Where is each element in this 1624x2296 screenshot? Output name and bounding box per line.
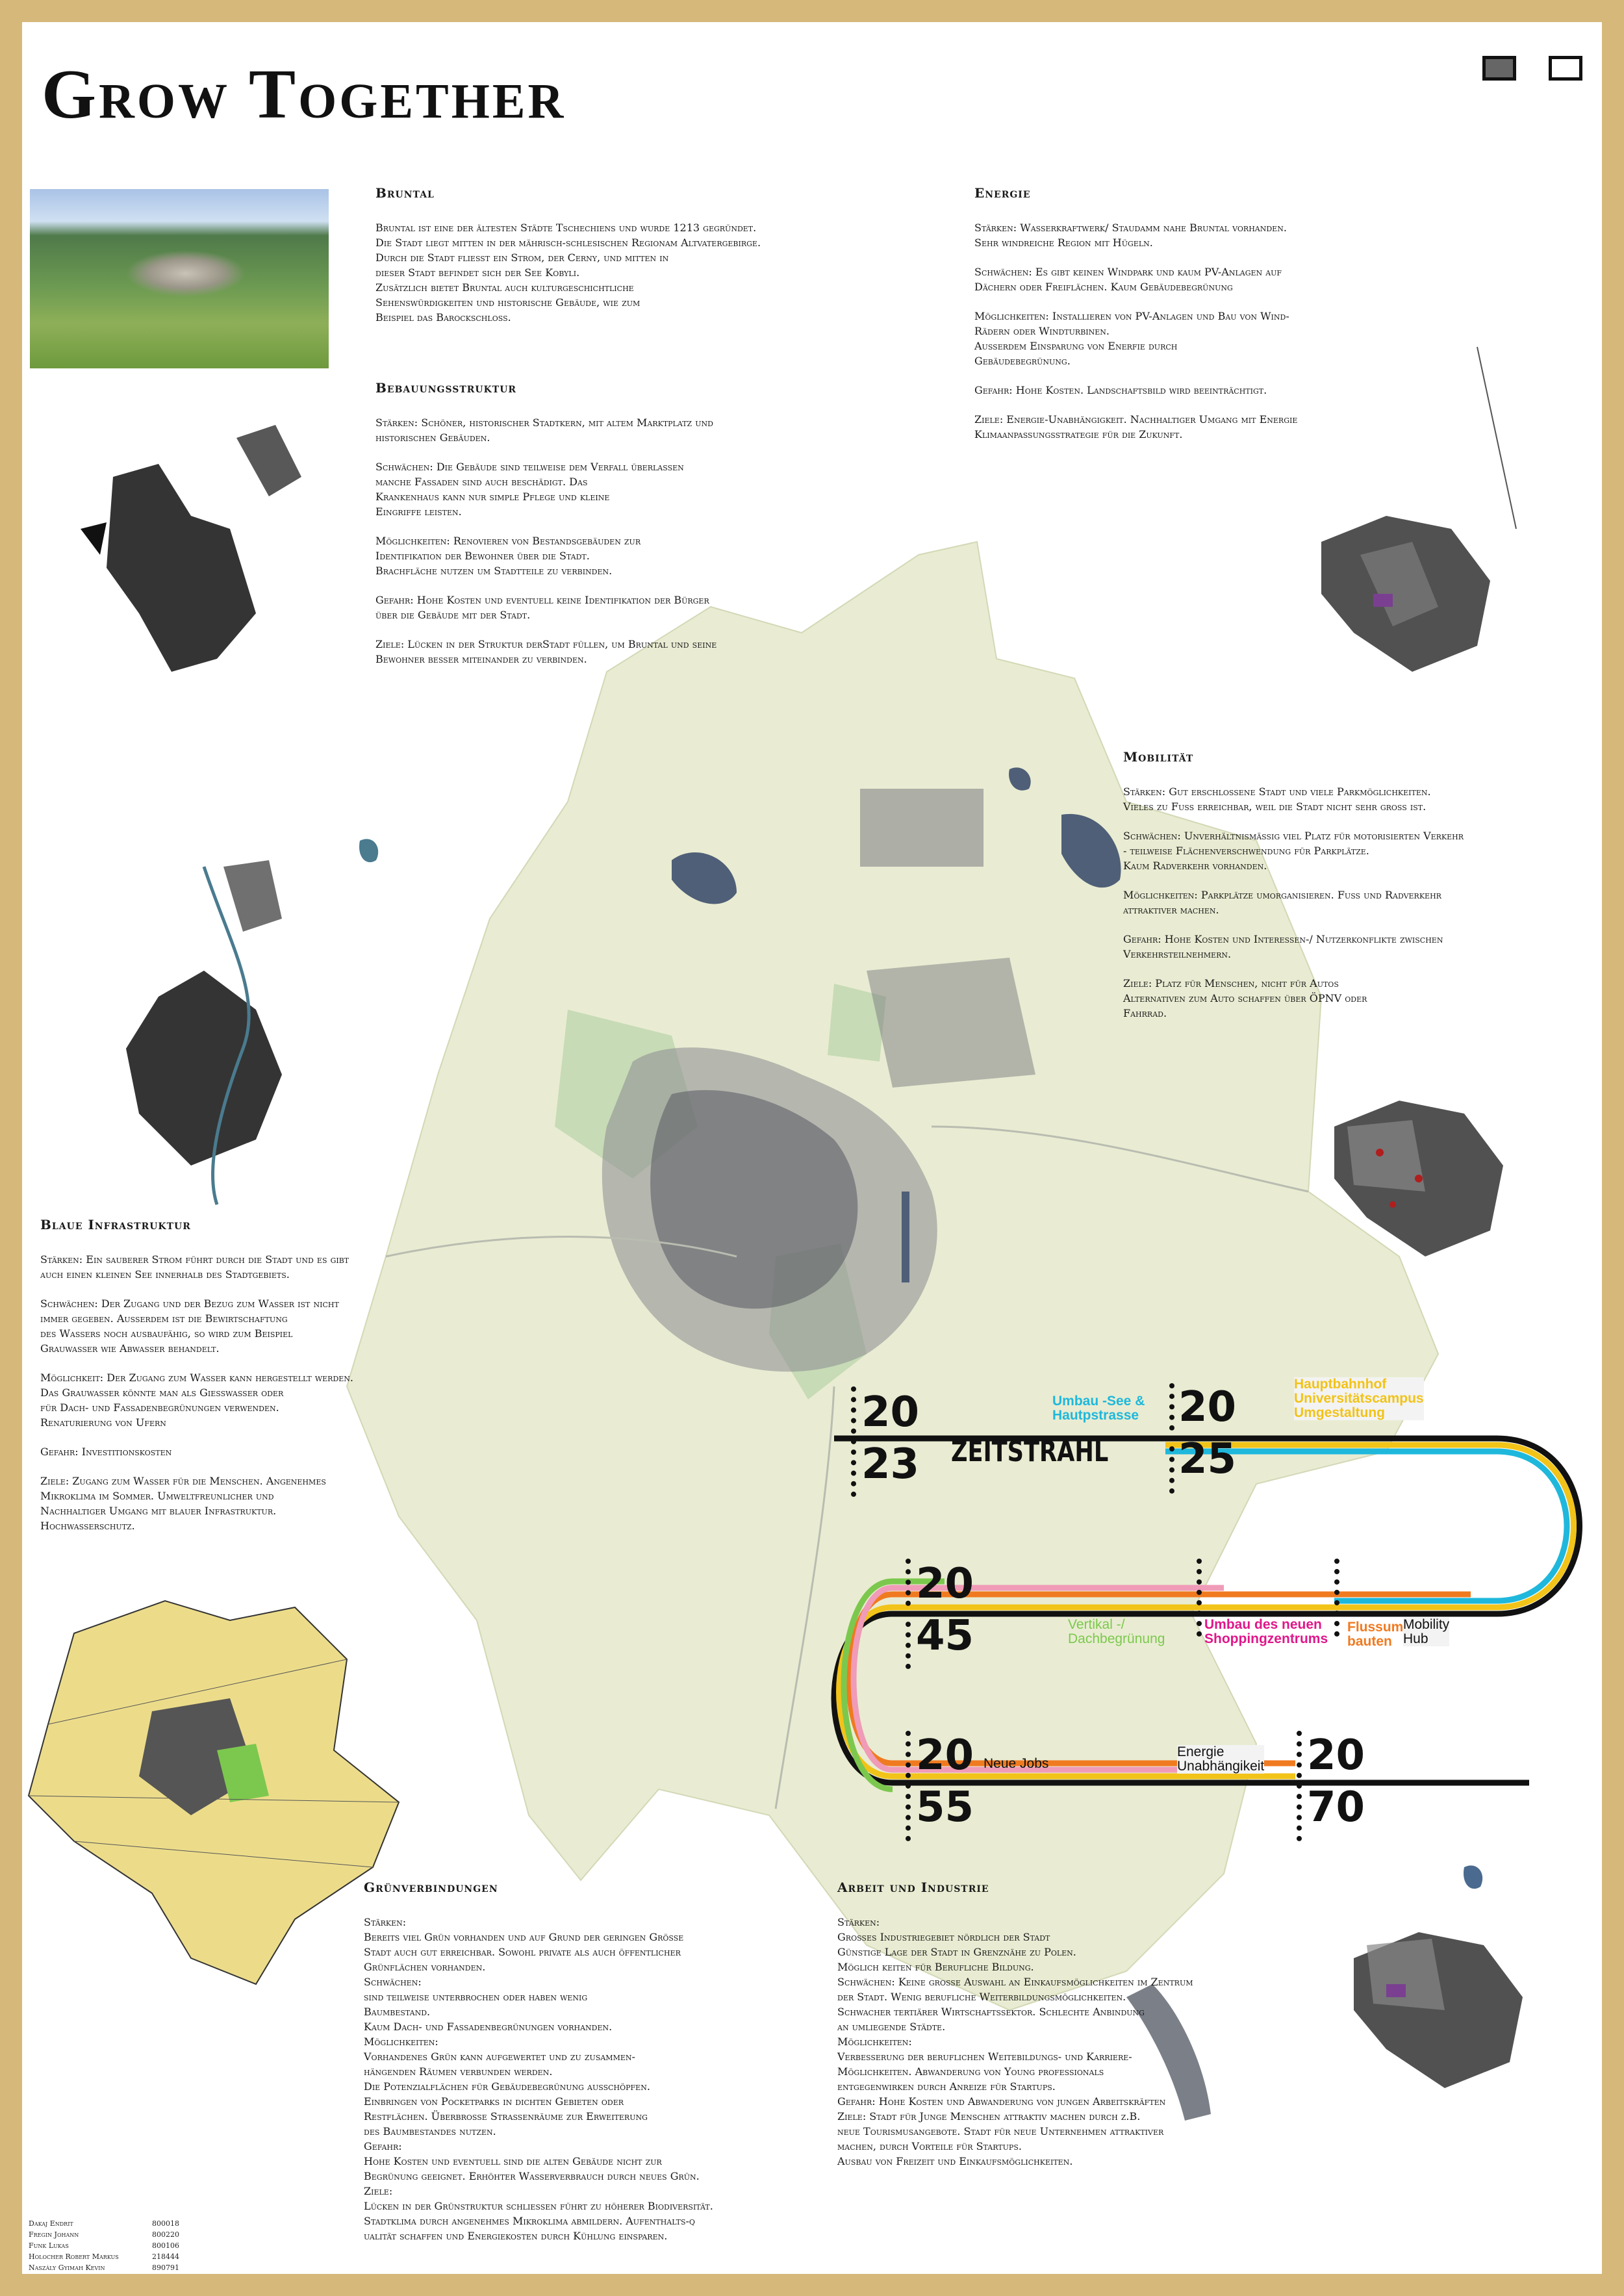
event-see-hauptstrasse: Umbau -See & Hautpstrasse [1052,1394,1145,1423]
year-2025-bottom: 25 [1178,1435,1237,1483]
energie-title: Energie [974,185,1031,201]
mobilitaet-ziele: Ziele: Platz für Menschen, nicht für Aut… [1123,977,1367,1019]
event-flussumbauten: Flussum bauten [1347,1620,1404,1649]
timeline-black-line [831,1435,1582,1786]
timeline-yellow-line [836,1442,1577,1779]
mobilitaet-section: Mobilität Stärken: Gut erschlossene Stad… [1123,750,1597,1035]
blaue-ziele: Ziele: Zugang zum Wasser für die Mensche… [40,1475,326,1532]
blaue-gefahr: Gefahr: Investitionskosten [40,1446,172,1458]
year-2045-bottom: 45 [916,1612,974,1660]
gruen-section: Grünverbindungen Stärken: Bereits viel G… [364,1880,896,2243]
bebauung-gefahr: Gefahr: Hohe Kosten und eventuell keine … [375,594,709,621]
timeline-marker-2045 [906,1559,911,1669]
timeline-marker-2055 [906,1731,911,1841]
event-neue-jobs: Neue Jobs [983,1756,1049,1771]
bebauung-staerken: Stärken: Schöner, historischer Stadtkern… [375,416,713,444]
gruen-text: Stärken: Bereits viel Grün vorhanden und… [364,1916,713,2242]
event-shoppingzentrum: Umbau des neuen Shoppingzentrums [1204,1617,1328,1646]
timeline-label: ZEITSTRAHL [951,1435,1109,1468]
timeline-marker-2070 [1297,1731,1302,1841]
event-dachbegruenung: Vertikal -/ Dachbegrünung [1068,1617,1165,1646]
bruntal-title: Bruntal [375,185,435,201]
bruntal-text: Bruntal ist eine der ältesten Städte Tsc… [375,222,761,324]
poster-title: Grow Together [42,56,566,133]
blaue-section: Blaue Infrastruktur Stärken: Ein saubere… [40,1218,508,1548]
blaue-schwaechen: Schwächen: Der Zugang und der Bezug zum … [40,1297,339,1355]
year-2023-top: 20 [861,1388,920,1436]
bebauung-section: Bebauungsstruktur Stärken: Schöner, hist… [375,381,960,681]
timeline-marker-2023 [851,1386,856,1497]
blaue-moeglichkeit: Möglichkeit: Der Zugang zum Wasser kann … [40,1371,354,1429]
year-2055-top: 20 [916,1731,974,1779]
year-2045-top: 20 [916,1560,974,1608]
gruen-title: Grünverbindungen [364,1880,498,1895]
bebauung-schwaechen: Schwächen: Die Gebäude sind teilweise de… [375,461,684,518]
city-base-map [346,541,1440,2121]
mobilitaet-moeglichkeiten: Möglichkeiten: Parkplätze umorganisieren… [1123,889,1441,916]
energie-moeglichkeiten: Möglichkeiten: Installieren von PV-Anlag… [974,310,1289,367]
bruntal-section: Bruntal Bruntal ist eine der ältesten St… [375,186,960,325]
year-2025-top: 20 [1178,1383,1237,1431]
mobilitaet-schwaechen: Schwächen: Unverhältnismässig viel Platz… [1123,830,1464,872]
year-2070-top: 20 [1307,1731,1365,1779]
dark-square-icon [1482,56,1516,81]
mobilitaet-gefahr: Gefahr: Hohe Kosten und Interessen-/ Nut… [1123,933,1443,960]
timeline-marker-2025 [1169,1383,1174,1494]
year-2055-bottom: 55 [916,1783,974,1831]
event-mobility-hub: Mobility Hub [1403,1617,1450,1646]
year-2023-bottom: 23 [861,1440,920,1488]
mobilitaet-title: Mobilität [1123,749,1194,765]
aerial-photo [30,189,329,368]
energie-staerken: Stärken: Wasserkraftwerk/ Staudamm nahe … [974,222,1287,249]
timeline-orange-line [846,1591,1471,1767]
timeline-green-line [841,1578,945,1792]
energy-map [1321,346,1517,672]
mobilitaet-staerken: Stärken: Gut erschlossene Stadt und viel… [1123,785,1431,813]
timeline-marker-hub [1334,1559,1339,1637]
energie-gefahr: Gefahr: Hohe Kosten. Landschaftsbild wir… [974,384,1267,396]
poster: Grow Together [22,22,1602,2274]
outline-square-icon [1549,56,1582,81]
arbeit-text: Stärken: Grosses Industriegebiet nördlic… [837,1916,1193,2167]
bebauung-ziele: Ziele: Lücken in der Struktur derStadt f… [375,638,717,665]
work-industry-map [1354,1865,1523,2088]
timeline-track [831,1435,1582,1792]
energie-section: Energie Stärken: Wasserkraftwerk/ Stauda… [974,186,1429,456]
arbeit-title: Arbeit und Industrie [837,1880,989,1895]
timeline-blue-line [1165,1448,1570,1604]
timeline-marker-shopping [1197,1559,1202,1637]
blaue-staerken: Stärken: Ein sauberer Strom führt durch … [40,1253,349,1281]
timeline-pink-line [850,1585,1224,1773]
blue-infrastructure-map [126,839,379,1205]
energie-schwaechen: Schwächen: Es gibt keinen Windpark und k… [974,266,1282,293]
mobility-map [1334,1101,1503,1256]
arbeit-section: Arbeit und Industrie Stärken: Grosses In… [837,1880,1331,2169]
energie-ziele: Ziele: Energie-Unabhängigkeit. Nachhalti… [974,413,1298,440]
green-connections-map [27,1600,400,1985]
building-structure-map [81,425,301,672]
bebauung-moeglichkeiten: Möglichkeiten: Renovieren von Bestandsge… [375,535,641,577]
blaue-title: Blaue Infrastruktur [40,1217,191,1232]
year-2070-bottom: 70 [1307,1783,1365,1831]
bebauung-title: Bebauungsstruktur [375,380,517,396]
event-energie-unabhaengigkeit: Energie Unabhängikeit [1177,1744,1265,1774]
event-hauptbahnhof: Hauptbahnhof Universitätscampus Umgestal… [1294,1377,1424,1420]
